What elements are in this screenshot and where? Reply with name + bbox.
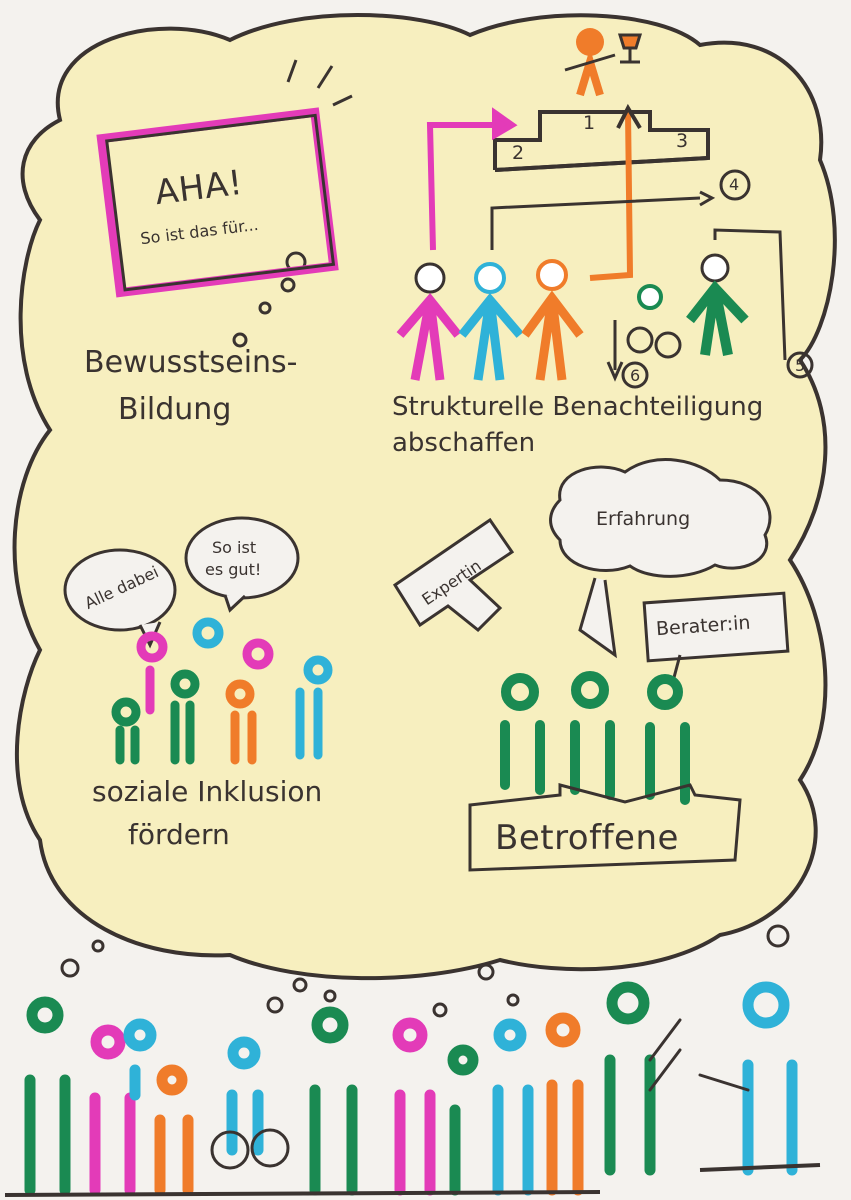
experience-label: Erfahrung xyxy=(596,508,691,530)
place-6-label: 6 xyxy=(630,366,641,385)
bubble-right-line2: es gut! xyxy=(205,560,262,579)
podium xyxy=(493,110,710,172)
inclusion-group xyxy=(111,617,333,765)
experience-cloud xyxy=(549,458,772,578)
podium-arrows xyxy=(426,103,787,382)
ground-line xyxy=(4,1163,821,1197)
place-5-circle xyxy=(786,351,814,379)
awareness-line1: Bewusstseins- xyxy=(84,345,298,380)
awareness-line2: Bildung xyxy=(118,392,232,427)
structural-figures xyxy=(396,253,749,381)
structural-line1: Strukturelle Benachteiligung xyxy=(392,392,764,422)
aha-box xyxy=(96,59,353,298)
place-4-label: 4 xyxy=(729,175,740,194)
structural-line2: abschaffen xyxy=(392,428,536,458)
thought-bubbles xyxy=(60,251,790,1018)
speech-bubbles xyxy=(63,516,300,649)
affected-pedestal xyxy=(468,783,742,872)
inclusion-line2: fördern xyxy=(128,818,230,851)
inclusion-line1: soziale Inklusion xyxy=(92,775,323,808)
podium-second: 2 xyxy=(512,142,525,164)
place-4-circle xyxy=(719,169,751,201)
experience-tail xyxy=(578,577,617,659)
advisor-box xyxy=(642,591,790,663)
affected-label: Betroffene xyxy=(495,818,679,858)
affected-figures xyxy=(500,671,690,805)
place-6-circle xyxy=(621,361,649,389)
winner-figure xyxy=(564,28,643,97)
podium-third: 3 xyxy=(676,130,689,152)
podium-first: 1 xyxy=(583,112,596,134)
bubble-right-line1: So ist xyxy=(212,538,257,557)
bottom-crowd xyxy=(24,981,798,1196)
place-5-label: 5 xyxy=(795,356,806,375)
expert-arrow xyxy=(392,517,515,633)
